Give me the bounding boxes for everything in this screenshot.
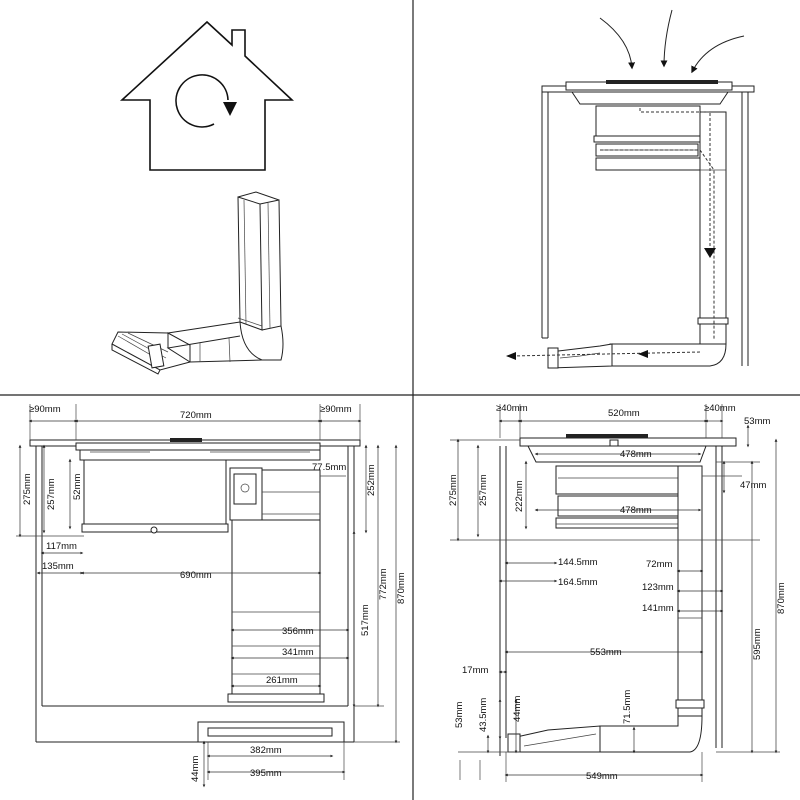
dim-356: 356mm — [282, 626, 314, 637]
dim-width: 720mm — [180, 410, 212, 421]
front-elevation-drawing — [29, 438, 361, 743]
dim-gap-right: ≥90mm — [320, 404, 352, 415]
dim-257: 257mm — [46, 478, 57, 510]
dim-478-mid: 478mm — [620, 505, 652, 516]
recirculation-house-icon — [119, 20, 295, 171]
dim-53-bottom: 53mm — [454, 702, 465, 728]
dim-870: 870mm — [396, 572, 407, 604]
front-elevation-dimensions — [16, 404, 400, 788]
dim-478-top: 478mm — [620, 449, 652, 460]
side-section-labels: ≥40mm 520mm ≥40mm 53mm 478mm 478mm 275mm… — [448, 403, 787, 782]
dim-275: 275mm — [22, 473, 33, 505]
front-elevation-labels: ≥90mm 720mm ≥90mm 275mm 257mm 52mm 117mm… — [22, 404, 407, 782]
dim-517: 517mm — [360, 604, 371, 636]
dim-275-side: 275mm — [448, 474, 459, 506]
dim-382: 382mm — [250, 745, 282, 756]
dim-595: 595mm — [752, 628, 763, 660]
dim-261: 261mm — [266, 675, 298, 686]
dim-222: 222mm — [514, 480, 525, 512]
dim-width-side: 520mm — [608, 408, 640, 419]
dim-gap-right-side: ≥40mm — [704, 403, 736, 414]
duct-assembly-drawing — [111, 191, 284, 375]
dim-gap-left: ≥90mm — [29, 404, 61, 415]
dim-341: 341mm — [282, 647, 314, 658]
dim-395: 395mm — [250, 768, 282, 779]
dim-549: 549mm — [586, 771, 618, 782]
dim-71-5: 71.5mm — [622, 690, 633, 724]
dim-135: 135mm — [42, 561, 74, 572]
dim-690: 690mm — [180, 570, 212, 581]
dim-72: 72mm — [646, 559, 672, 570]
dim-252: 252mm — [366, 464, 377, 496]
dim-44: 44mm — [190, 756, 201, 782]
dim-117: 117mm — [46, 541, 77, 552]
side-section-drawing — [499, 434, 737, 756]
dim-52: 52mm — [72, 474, 83, 500]
dim-144-5: 144.5mm — [558, 557, 598, 568]
dim-gap-left-side: ≥40mm — [496, 403, 528, 414]
dim-870-side: 870mm — [776, 582, 787, 614]
dim-257-side: 257mm — [478, 474, 489, 506]
dim-772: 772mm — [378, 568, 389, 600]
airflow-section-drawing — [506, 9, 755, 369]
dim-553: 553mm — [590, 647, 622, 658]
dim-53-top: 53mm — [744, 416, 770, 427]
dim-44-side: 44mm — [512, 696, 523, 722]
dim-17: 17mm — [462, 665, 488, 676]
dim-77-5: 77.5mm — [312, 462, 346, 473]
side-section-dimensions — [450, 404, 780, 782]
dim-43-5: 43.5mm — [478, 698, 489, 732]
dim-47: 47mm — [740, 480, 766, 491]
dim-164-5: 164.5mm — [558, 577, 598, 588]
dim-123: 123mm — [642, 582, 674, 593]
dim-141: 141mm — [642, 603, 674, 614]
